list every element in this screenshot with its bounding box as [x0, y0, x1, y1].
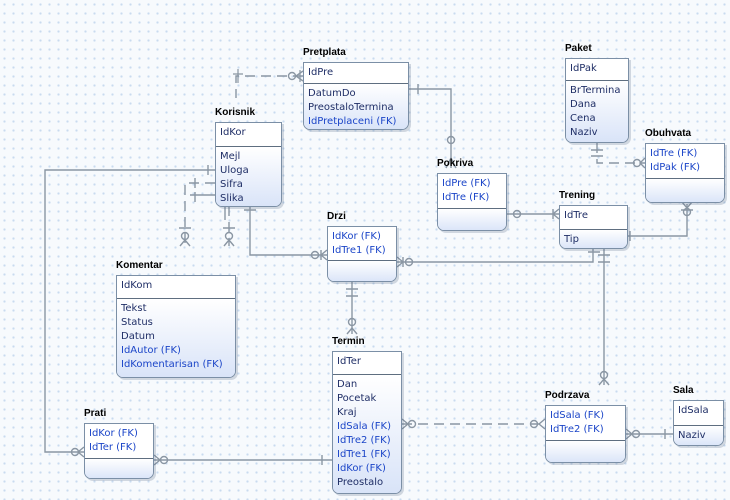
attribute: IdKor (FK): [337, 463, 386, 474]
pk-attribute: IdTer: [337, 356, 361, 367]
attribute: Status: [121, 317, 153, 328]
pk-attribute: IdTre: [564, 210, 588, 221]
entity-title: Termin: [332, 336, 365, 347]
rel-korisnik-pretplata: [235, 75, 303, 98]
attribute: PreostaloTermina: [308, 102, 394, 113]
rel-pretplata-pokriva: [409, 88, 452, 168]
attribute: IdTre2 (FK): [337, 435, 391, 446]
attribute: Dan: [337, 379, 358, 390]
attribute: Dana: [570, 99, 597, 110]
attribute: IdAutor (FK): [121, 345, 181, 356]
pk-attribute: IdTre1 (FK): [332, 245, 386, 256]
entity-title: Obuhvata: [645, 128, 692, 139]
rel-trening-obuhvata: [628, 204, 688, 237]
entity-pretplata[interactable]: Pretplata IdPre DatumDo PreostaloTermina…: [303, 47, 409, 130]
pk-attribute: IdTre (FK): [442, 192, 490, 203]
entity-title: Sala: [673, 385, 694, 396]
pk-attribute: IdSala (FK): [550, 410, 604, 421]
attribute: BrTermina: [570, 85, 621, 96]
attribute: IdKomentarisan (FK): [121, 359, 223, 370]
entity-obuhvata[interactable]: Obuhvata IdTre (FK) IdPak (FK): [645, 128, 725, 203]
rel-korisnik-drzi: [249, 206, 327, 256]
attribute: IdTre1 (FK): [337, 449, 391, 460]
entity-prati[interactable]: Prati IdKor (FK) IdTer (FK): [84, 408, 154, 479]
attribute: Sifra: [220, 179, 243, 190]
attribute: Slika: [220, 193, 244, 204]
attribute: IdSala (FK): [337, 421, 391, 432]
entity-title: Pretplata: [303, 47, 346, 58]
entity-title: Podrzava: [545, 390, 590, 401]
attribute: Mejl: [220, 151, 241, 162]
attribute: Kraj: [337, 407, 357, 418]
pk-attribute: IdKor (FK): [332, 231, 381, 242]
entity-title: Prati: [84, 408, 107, 419]
attribute: Datum: [121, 331, 155, 342]
pk-attribute: IdTre (FK): [650, 148, 698, 159]
entity-korisnik[interactable]: Korisnik IdKor Mejl Uloga Sifra Slika: [215, 107, 282, 207]
entity-termin[interactable]: Termin IdTer Dan Pocetak Kraj IdSala (FK…: [332, 336, 402, 494]
pk-attribute: IdKom: [121, 280, 153, 291]
entity-komentar[interactable]: Komentar IdKom Tekst Status Datum IdAuto…: [116, 260, 236, 378]
pk-attribute: IdKor (FK): [89, 428, 138, 439]
entity-podrzava[interactable]: Podrzava IdSala (FK) IdTre2 (FK): [545, 390, 626, 463]
entity-title: Komentar: [116, 260, 163, 271]
pk-attribute: IdTre2 (FK): [550, 424, 604, 435]
entity-trening[interactable]: Trening IdTre Tip: [559, 190, 628, 249]
attribute: IdPretplaceni (FK): [308, 116, 397, 127]
entity-paket[interactable]: Paket IdPak BrTermina Dana Cena Naziv: [565, 43, 629, 143]
entity-title: Pokriva: [437, 158, 474, 169]
rel-drzi-trening: [397, 249, 594, 263]
pk-attribute: IdSala: [678, 405, 709, 416]
entity-pokriva[interactable]: Pokriva IdPre (FK) IdTre (FK): [437, 158, 507, 231]
pk-attribute: IdTer (FK): [89, 442, 137, 453]
entity-drzi[interactable]: Drzi IdKor (FK) IdTre1 (FK): [327, 211, 397, 282]
entity-title: Trening: [559, 190, 596, 201]
attribute: Uloga: [220, 165, 249, 176]
attribute: Cena: [570, 113, 596, 124]
attribute: Preostalo: [337, 477, 384, 488]
attribute: Pocetak: [337, 393, 377, 404]
attribute: DatumDo: [308, 88, 356, 99]
attribute: Tekst: [121, 303, 147, 314]
attribute: Naziv: [570, 127, 598, 138]
pk-attribute: IdPre: [308, 67, 334, 78]
entity-sala[interactable]: Sala IdSala Naziv: [673, 385, 724, 446]
entity-title: Paket: [565, 43, 592, 54]
attribute: Naziv: [678, 430, 706, 441]
entity-title: Korisnik: [215, 107, 256, 118]
pk-attribute: IdKor: [220, 127, 246, 138]
entity-title: Drzi: [327, 211, 346, 222]
pk-attribute: IdPak: [570, 63, 597, 74]
pk-attribute: IdPak (FK): [650, 162, 701, 173]
rel-korisnik-prati: [44, 169, 215, 453]
rel-korisnik-komentar-autor: [184, 182, 215, 246]
pk-attribute: IdPre (FK): [442, 178, 491, 189]
attribute: Tip: [564, 234, 579, 245]
